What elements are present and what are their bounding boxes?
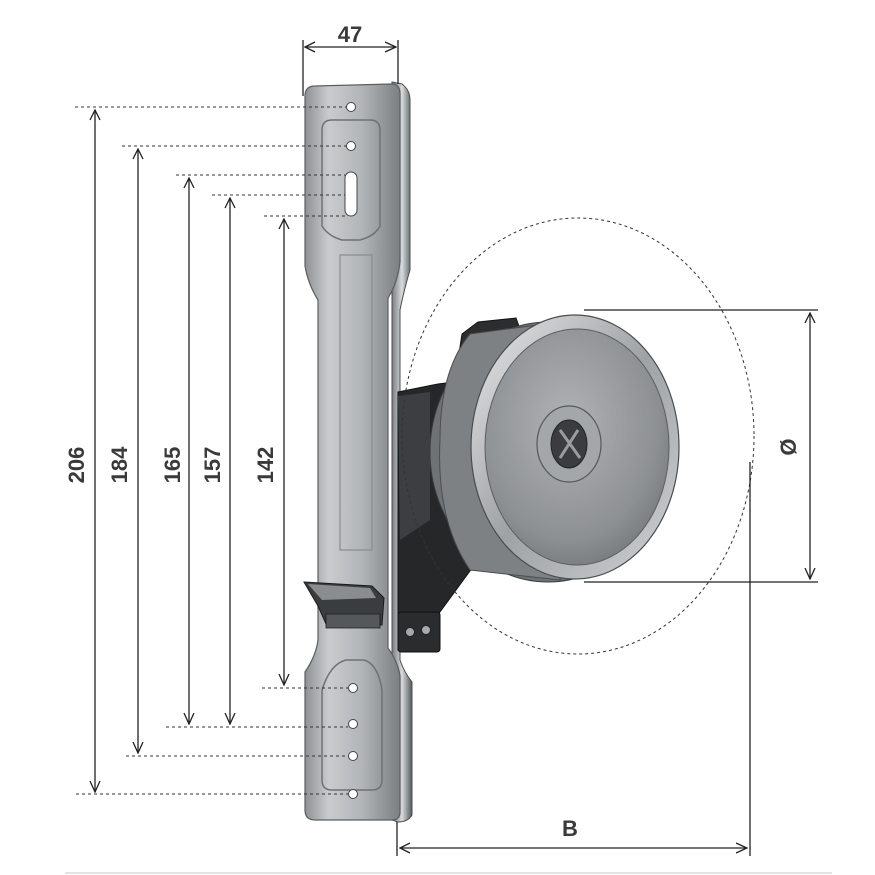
dimension-diameter-label: Ø [776,438,801,455]
strap-clip [303,581,385,629]
drum-axle-slot [558,429,582,459]
bottom-hole-3 [348,751,358,761]
dimension-206: 206 [64,110,95,792]
belt-drum [429,314,680,583]
dimension-206-label: 206 [64,447,89,484]
top-slot-hole [344,171,358,217]
dimension-142-label: 142 [253,447,278,484]
bottom-hole-4 [348,789,358,799]
dimension-184-label: 184 [107,446,132,483]
bottom-hole-2 [348,719,358,729]
bracket-screw-2 [421,625,431,635]
center-rib-embossing [339,254,373,551]
top-hole-1 [346,102,356,112]
dimension-165-label: 165 [160,447,185,484]
dimension-142: 142 [253,219,284,685]
dimension-157: 157 [200,198,230,724]
lower-slot-embossing [321,659,383,791]
mount-bracket [397,611,441,653]
mounting-plate [304,81,413,823]
dimension-depth-label: B [562,816,578,841]
dimension-165: 165 [160,178,189,724]
dimension-diameter: Ø [584,309,818,583]
bottom-hole-1 [348,683,358,693]
top-hole-2 [346,141,356,151]
dimension-depth: B [396,462,751,856]
dimension-184: 184 [107,149,138,753]
dimension-width: 47 [302,22,399,96]
hole-extension-lines [75,106,348,795]
upper-slot-embossing [321,119,381,241]
belt-roll-outline [401,217,755,655]
bracket-screw-1 [405,627,415,637]
dimension-width-label: 47 [338,22,362,47]
dimension-157-label: 157 [200,447,225,484]
plate-face [304,83,401,821]
